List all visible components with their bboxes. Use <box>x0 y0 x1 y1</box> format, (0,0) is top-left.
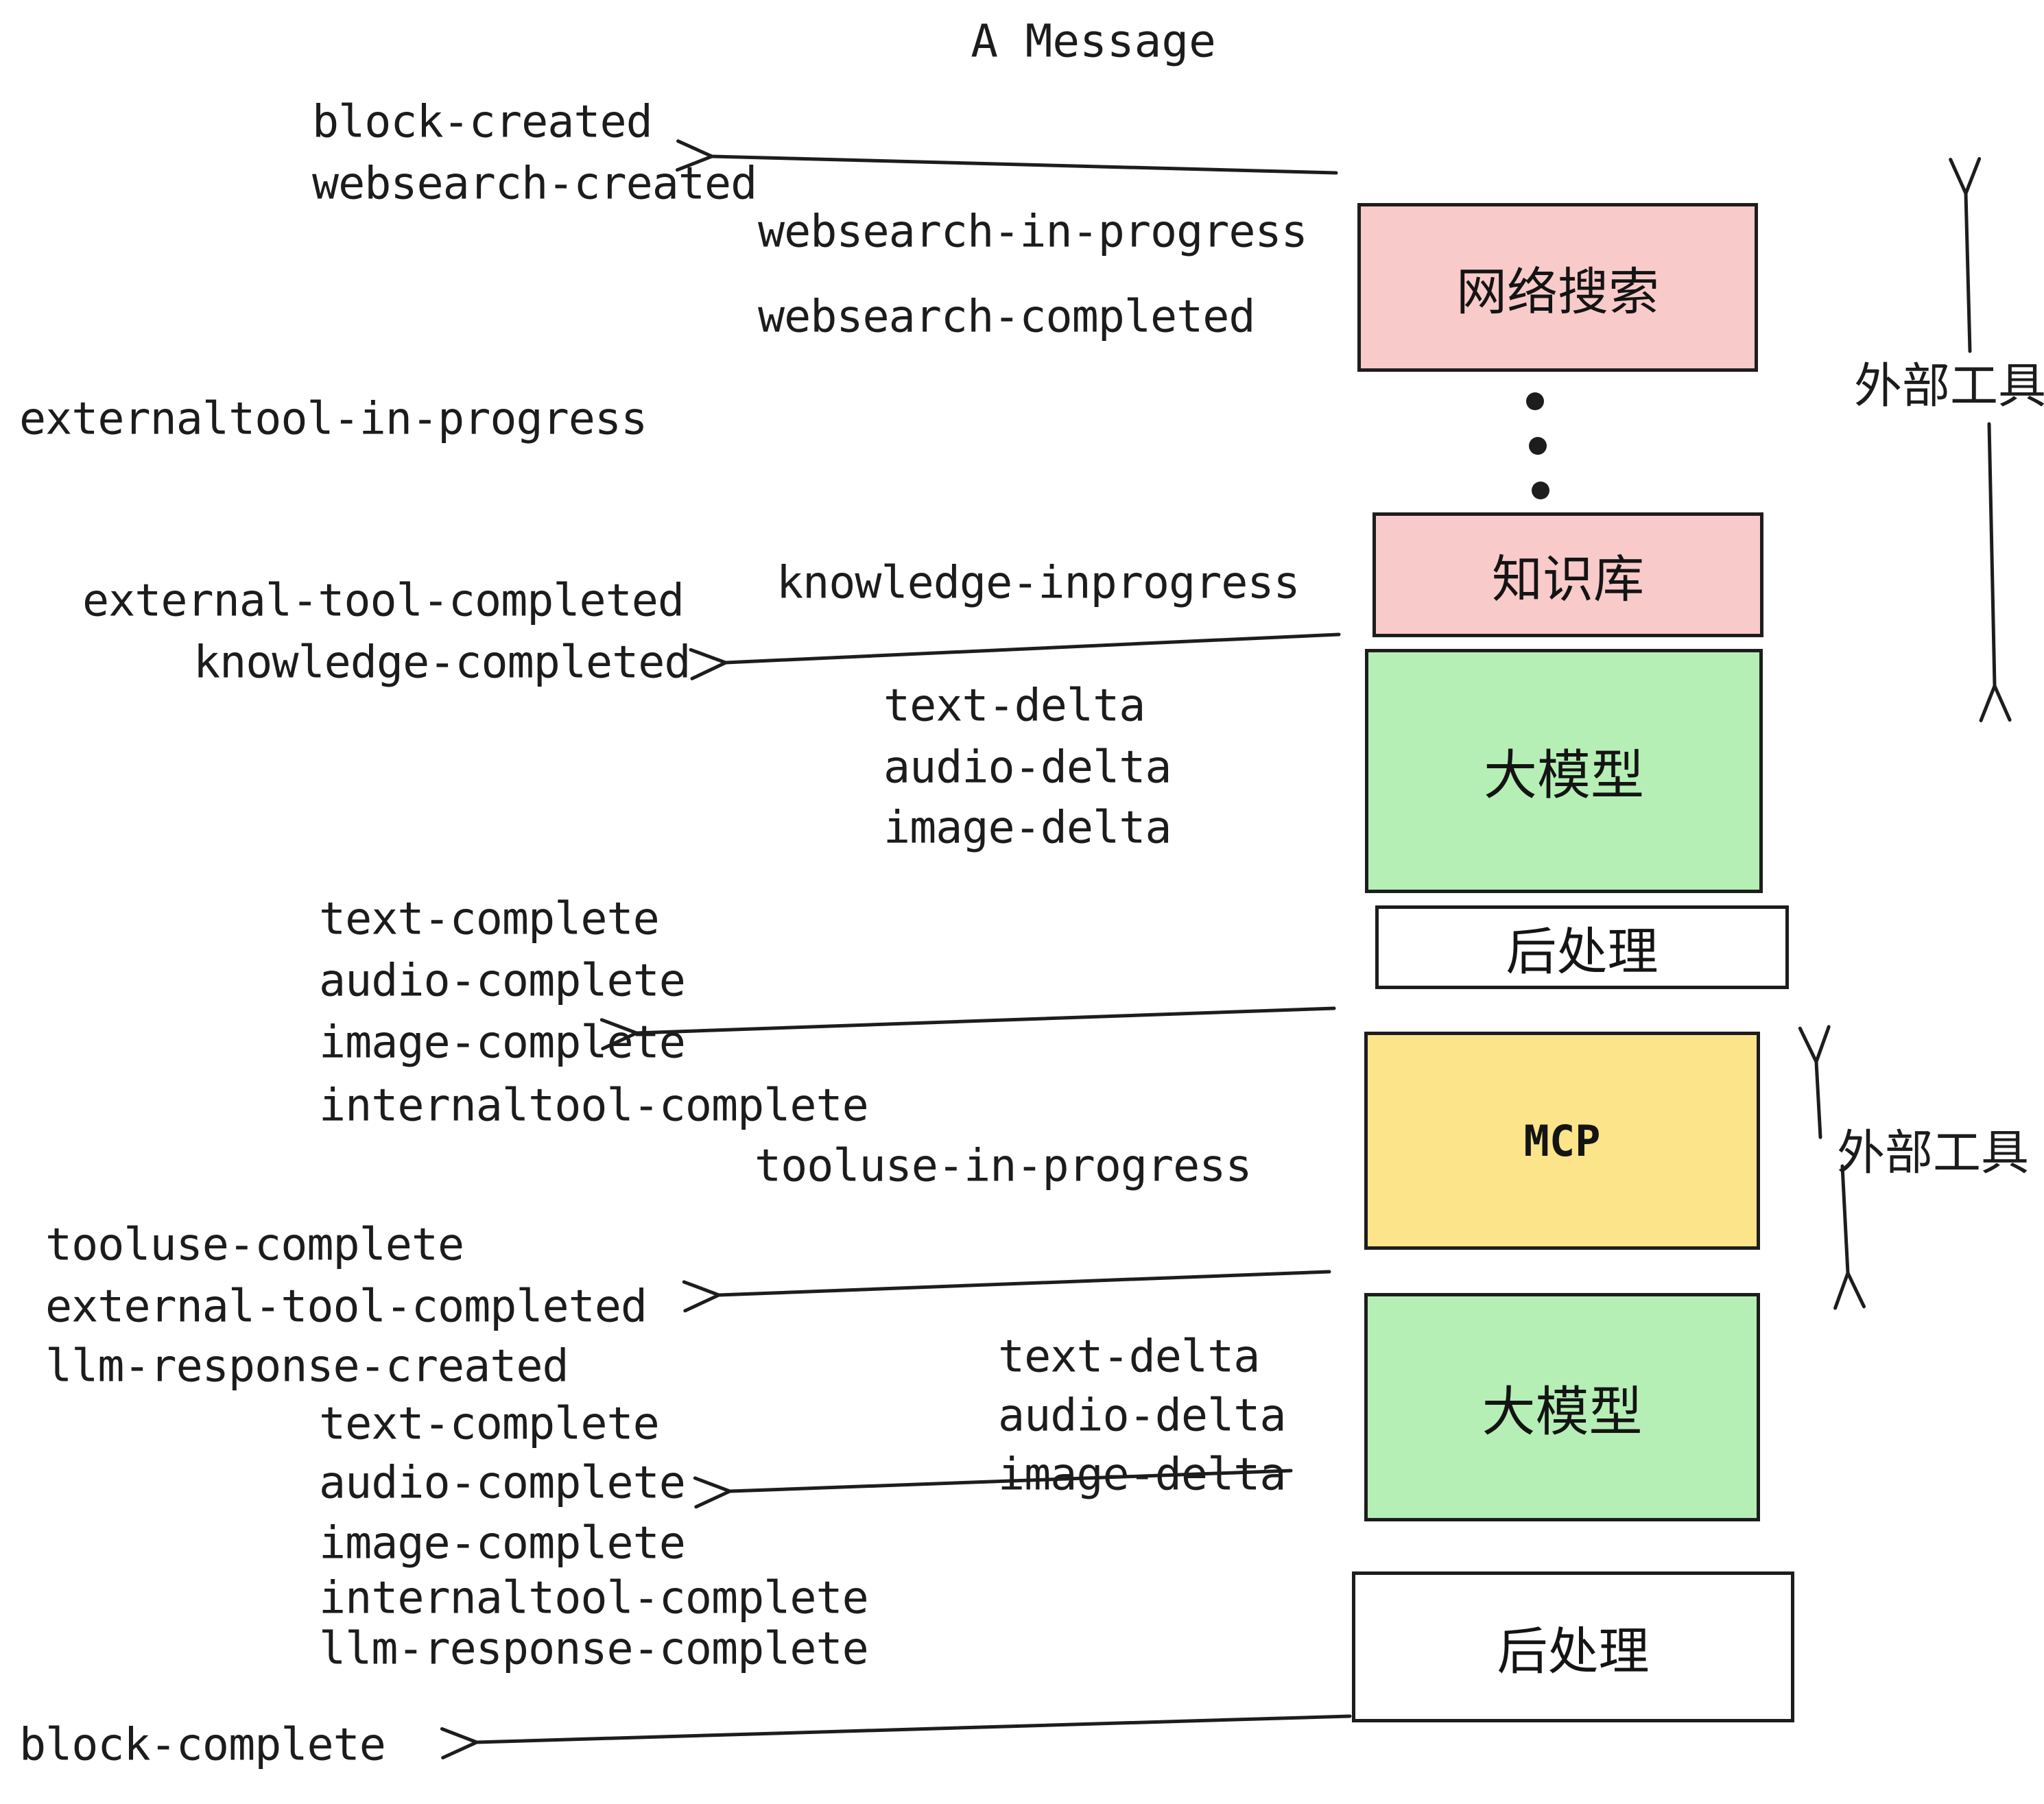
event-image-delta-2: image-delta <box>998 1449 1286 1501</box>
event-text-complete-1: text-complete <box>319 893 660 945</box>
event-audio-complete-1: audio-complete <box>319 955 686 1007</box>
event-websearch-completed: websearch-completed <box>758 291 1256 343</box>
event-block-created: block-created <box>312 96 653 148</box>
event-knowledge-inprogress: knowledge-inprogress <box>776 557 1300 609</box>
event-tooluse-complete: tooluse-complete <box>45 1219 464 1271</box>
event-tooluse-in-progress: tooluse-in-progress <box>754 1140 1252 1192</box>
arrow-to-tooluse-complete <box>719 1270 1331 1295</box>
box-knowledge-label: 知识库 <box>1492 549 1644 609</box>
box-websearch: 网络搜索 <box>1357 203 1758 372</box>
box-websearch-label: 网络搜索 <box>1456 262 1659 322</box>
external-tools-up-arrow-2 <box>1816 1062 1820 1139</box>
box-postprocess-2: 后处理 <box>1352 1571 1794 1722</box>
box-llm-1: 大模型 <box>1365 649 1763 893</box>
box-postprocess-1: 后处理 <box>1375 905 1789 989</box>
event-websearch-created: websearch-created <box>312 158 757 210</box>
box-knowledge: 知识库 <box>1372 512 1763 637</box>
event-audio-delta-2: audio-delta <box>998 1390 1286 1442</box>
event-externaltool-in-progress: externaltool-in-progress <box>19 393 647 445</box>
arrow-to-knowledge-completed <box>726 632 1341 663</box>
event-external-tool-completed-2: external-tool-completed <box>45 1281 647 1333</box>
event-external-tool-completed-1: external-tool-completed <box>82 575 685 627</box>
box-llm-2: 大模型 <box>1364 1293 1760 1521</box>
box-llm-2-label: 大模型 <box>1482 1381 1643 1443</box>
arrow-to-block-complete <box>477 1714 1352 1742</box>
external-tools-annotation-2: 外部工具 <box>1837 1124 2029 1181</box>
event-llm-response-created: llm-response-created <box>45 1340 569 1392</box>
event-image-complete-2: image-complete <box>319 1517 686 1569</box>
external-tools-annotation-1: 外部工具 <box>1854 357 2044 414</box>
box-mcp: MCP <box>1364 1032 1760 1250</box>
box-postprocess-2-label: 后处理 <box>1497 1622 1650 1681</box>
event-audio-delta-1: audio-delta <box>883 741 1172 794</box>
arrow-to-block-created <box>712 156 1338 175</box>
page-title: A Message <box>971 14 1216 68</box>
event-internaltool-complete-1: internaltool-complete <box>319 1080 869 1132</box>
event-knowledge-completed: knowledge-completed <box>193 637 691 689</box>
event-text-delta-1: text-delta <box>883 680 1145 732</box>
ellipsis-dots <box>1526 392 1549 499</box>
external-tools-up-arrow-1 <box>1966 193 1970 353</box>
arrow-to-image-complete <box>637 1006 1336 1033</box>
event-block-complete: block-complete <box>19 1719 386 1771</box>
event-audio-complete-2: audio-complete <box>319 1457 686 1509</box>
event-llm-response-complete: llm-response-complete <box>319 1623 869 1675</box>
event-image-delta-1: image-delta <box>883 802 1172 854</box>
event-text-delta-2: text-delta <box>998 1331 1260 1383</box>
event-internaltool-complete-2: internaltool-complete <box>319 1572 869 1624</box>
box-postprocess-1-label: 后处理 <box>1506 922 1659 982</box>
box-mcp-label: MCP <box>1523 1115 1601 1166</box>
external-tools-down-arrow-1 <box>1989 422 1995 686</box>
event-websearch-in-progress: websearch-in-progress <box>758 206 1308 258</box>
box-llm-1-label: 大模型 <box>1483 745 1644 807</box>
event-image-complete-1: image-complete <box>319 1017 686 1069</box>
event-text-complete-2: text-complete <box>319 1398 660 1450</box>
